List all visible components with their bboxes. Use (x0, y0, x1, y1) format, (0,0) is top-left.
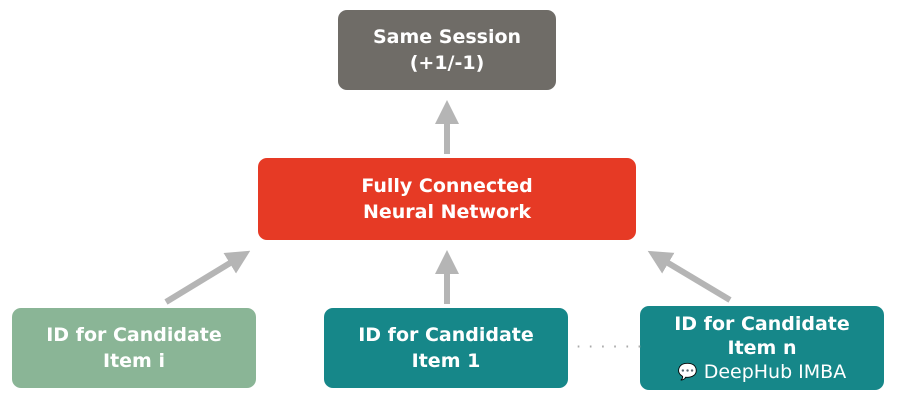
watermark: 💬 DeepHub IMBA (678, 360, 846, 384)
input-sublabel: Item n (727, 337, 797, 359)
input-node-item-1: ID for Candidate Item 1 (324, 308, 568, 388)
input-label: ID for Candidate (358, 324, 534, 346)
watermark-text: DeepHub IMBA (703, 361, 847, 383)
network-node: Fully Connected Neural Network (258, 158, 636, 240)
input-node-item-n: ID for Candidate Item n 💬 DeepHub IMBA (640, 306, 884, 390)
input-node-item-i: ID for Candidate Item i (12, 308, 256, 388)
network-sublabel: Neural Network (362, 201, 532, 223)
input-sublabel: Item i (103, 350, 165, 372)
output-label: Same Session (372, 26, 522, 48)
input-label: ID for Candidate (674, 313, 850, 335)
input-label: ID for Candidate (46, 324, 222, 346)
arrow-item-n-to-network (647, 250, 732, 303)
network-label: Fully Connected (361, 175, 533, 197)
wechat-icon: 💬 (677, 362, 698, 381)
ellipsis: · · · · · · (576, 337, 643, 356)
input-sublabel: Item 1 (411, 350, 481, 372)
output-sublabel: (+1/-1) (409, 52, 485, 74)
output-node: Same Session (+1/-1) (338, 10, 556, 90)
arrow-item-i-to-network (164, 250, 251, 305)
